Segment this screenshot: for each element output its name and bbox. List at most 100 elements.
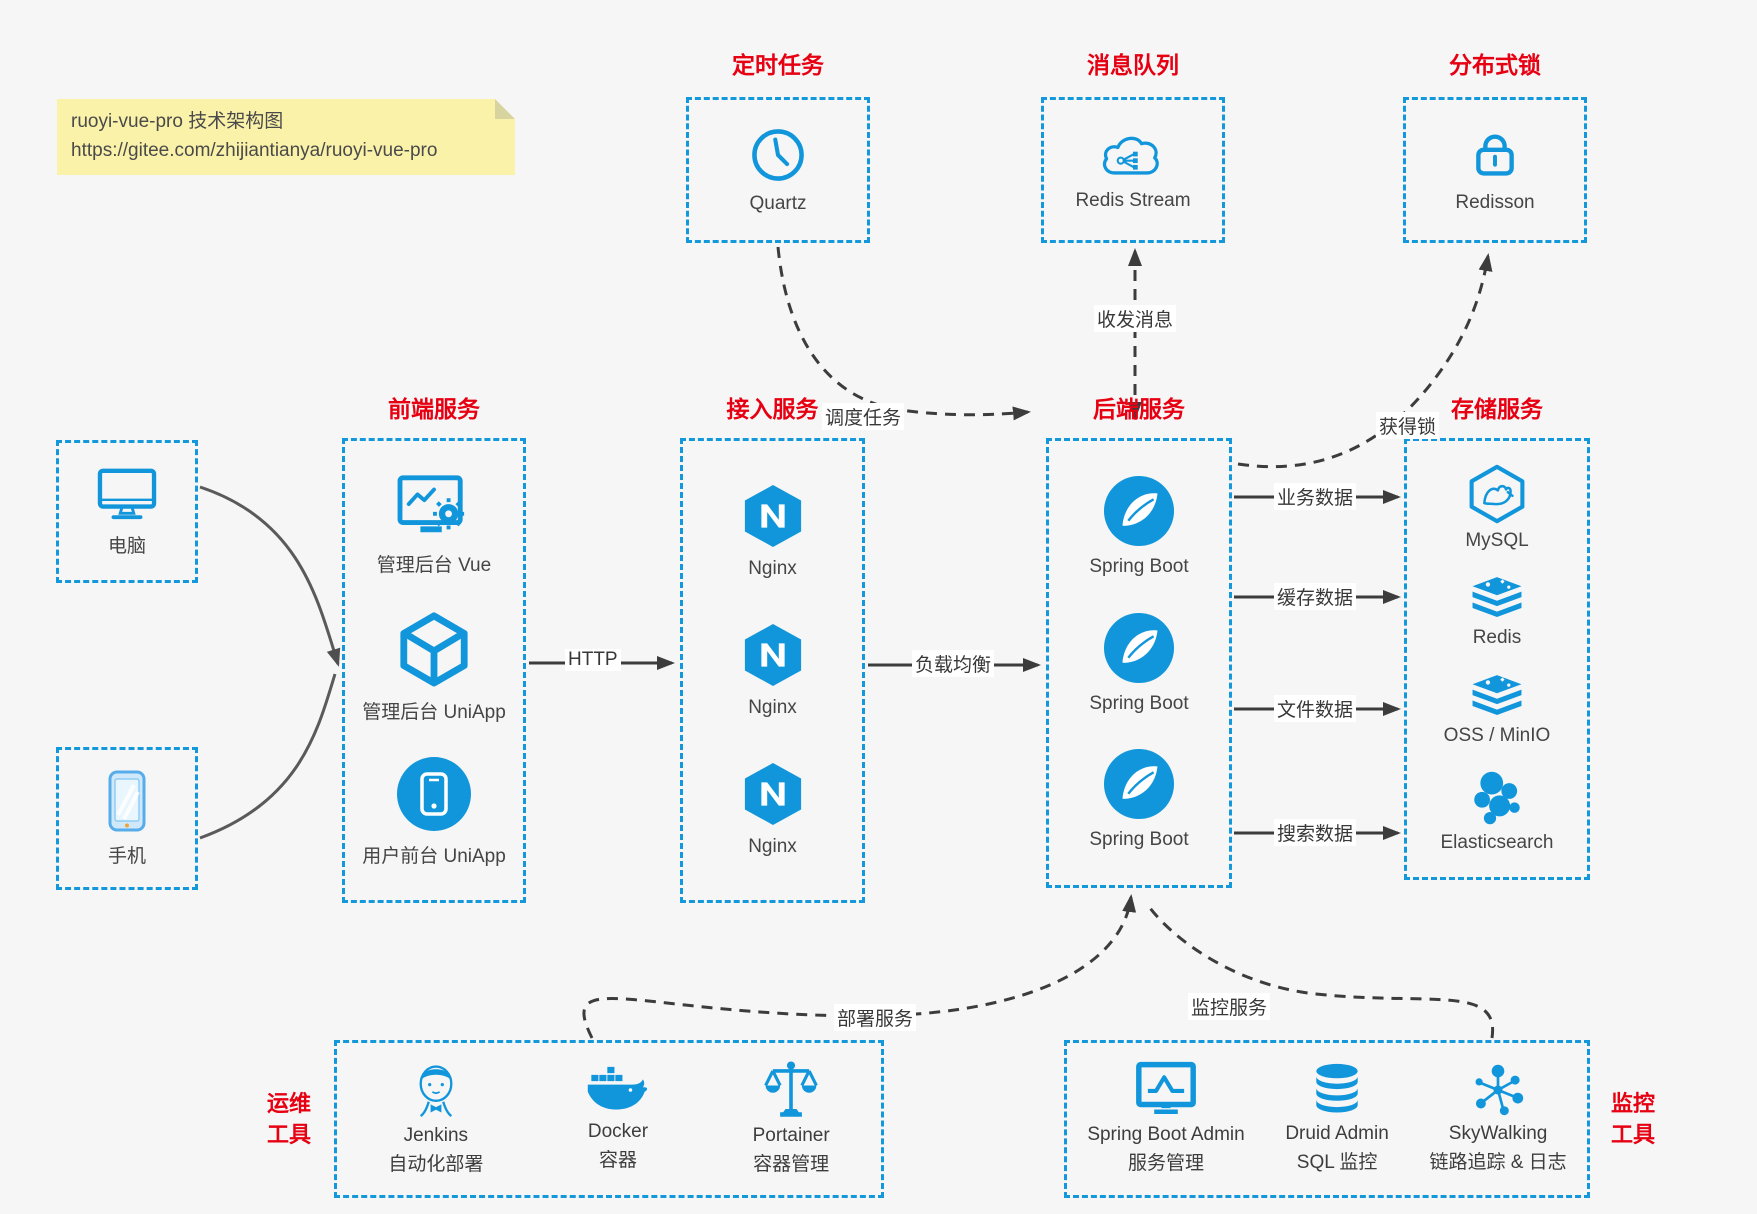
springboot-icon bbox=[1103, 475, 1175, 547]
node-springboot-2: Spring Boot bbox=[1089, 612, 1189, 715]
desktop-icon bbox=[96, 466, 158, 522]
tool-name: Docker bbox=[587, 1121, 649, 1142]
node-label: Spring Boot bbox=[1089, 829, 1189, 851]
node-admin-uniapp: 管理后台 UniApp bbox=[362, 610, 506, 724]
node-label: Nginx bbox=[748, 697, 797, 718]
edge-clients-to-frontend bbox=[199, 485, 341, 840]
node-label: Spring Boot bbox=[1089, 692, 1189, 714]
tool-name: Druid Admin bbox=[1285, 1123, 1389, 1144]
ops-side-title: 运维 工具 bbox=[256, 1088, 322, 1150]
node-mobile: 手机 bbox=[107, 770, 147, 868]
edge-label-load-balance: 负载均衡 bbox=[912, 650, 995, 677]
frontend-box: 管理后台 Vue 管理后台 UniApp 用户前台 UniApp bbox=[342, 438, 526, 903]
node-nginx-3: Nginx bbox=[742, 761, 804, 858]
client-mobile-box: 手机 bbox=[56, 747, 198, 890]
group-title-frontend: 前端服务 bbox=[388, 396, 480, 422]
group-title-backend: 后端服务 bbox=[1093, 396, 1185, 422]
elasticsearch-icon bbox=[1469, 770, 1525, 826]
edge-monitor bbox=[1148, 907, 1495, 1039]
node-label: Elasticsearch bbox=[1440, 831, 1554, 853]
node-springboot-3: Spring Boot bbox=[1089, 748, 1189, 851]
uniapp-cube-icon bbox=[396, 610, 472, 688]
edge-label-business-data: 业务数据 bbox=[1274, 483, 1357, 510]
title-note: ruoyi-vue-pro 技术架构图 https://gitee.com/zh… bbox=[57, 99, 515, 175]
node-nginx-2: Nginx bbox=[742, 622, 804, 719]
skywalking-nodes-icon bbox=[1471, 1062, 1525, 1118]
node-oss-minio: OSS / MinIO bbox=[1444, 673, 1550, 747]
monitoring-side-title: 监控 工具 bbox=[1600, 1088, 1666, 1150]
dist-lock-box: Redisson bbox=[1403, 97, 1587, 243]
note-line-2: https://gitee.com/zhijiantianya/ruoyi-vu… bbox=[71, 140, 438, 161]
node-label: 用户前台 UniApp bbox=[362, 845, 506, 867]
tool-name: Spring Boot Admin bbox=[1087, 1124, 1245, 1145]
node-label: Redisson bbox=[1455, 191, 1535, 213]
node-springboot-1: Spring Boot bbox=[1089, 475, 1189, 578]
springboot-icon bbox=[1103, 748, 1175, 820]
phone-icon bbox=[107, 770, 147, 832]
client-pc-box: 电脑 bbox=[56, 440, 198, 583]
portainer-scales-icon bbox=[762, 1060, 820, 1120]
springboot-icon bbox=[1103, 612, 1175, 684]
tool-portainer: Portainer 容器管理 bbox=[753, 1060, 830, 1178]
druid-database-icon bbox=[1310, 1062, 1364, 1118]
ops-box: Jenkins 自动化部署 Docker 容器 Portainer 容器管理 bbox=[334, 1040, 884, 1198]
node-pc: 电脑 bbox=[96, 466, 158, 558]
tool-springboot-admin: Spring Boot Admin 服务管理 bbox=[1087, 1061, 1245, 1177]
monitoring-box: Spring Boot Admin 服务管理 Druid Admin SQL 监… bbox=[1064, 1040, 1590, 1198]
node-redis-stream: Redis Stream bbox=[1075, 129, 1191, 212]
node-user-uniapp: 用户前台 UniApp bbox=[362, 756, 506, 868]
springboot-admin-icon bbox=[1134, 1061, 1198, 1119]
edge-label-acquire-lock: 获得锁 bbox=[1376, 412, 1440, 439]
lock-icon bbox=[1467, 127, 1523, 183]
storage-box: MySQL Redis OSS / MinIO Elasticsearch bbox=[1404, 438, 1590, 880]
edge-label-cache-data: 缓存数据 bbox=[1274, 583, 1357, 610]
node-quartz: Quartz bbox=[749, 126, 807, 215]
node-label: MySQL bbox=[1465, 530, 1529, 552]
tool-desc: 容器 bbox=[598, 1150, 637, 1171]
docker-icon bbox=[586, 1064, 650, 1116]
edge-label-search-data: 搜索数据 bbox=[1274, 819, 1357, 846]
node-label: Spring Boot bbox=[1089, 555, 1189, 577]
nginx-icon bbox=[742, 622, 804, 688]
edge-label-monitor: 监控服务 bbox=[1188, 993, 1271, 1020]
node-label: 手机 bbox=[107, 845, 146, 867]
tool-desc: 容器管理 bbox=[753, 1154, 830, 1175]
edge-label-deploy: 部署服务 bbox=[834, 1004, 917, 1031]
mysql-icon bbox=[1468, 464, 1526, 524]
edge-acquire-lock bbox=[1237, 253, 1493, 469]
group-title-storage: 存储服务 bbox=[1451, 396, 1543, 422]
node-nginx-1: Nginx bbox=[742, 483, 804, 580]
node-label: 管理后台 UniApp bbox=[362, 701, 506, 723]
scheduled-box: Quartz bbox=[686, 97, 870, 243]
nginx-icon bbox=[742, 761, 804, 827]
redis-stack-icon bbox=[1468, 575, 1526, 621]
node-redis: Redis bbox=[1468, 575, 1526, 649]
nginx-icon bbox=[742, 483, 804, 549]
node-label: Redis Stream bbox=[1075, 189, 1191, 211]
ops-side-line-2: 工具 bbox=[266, 1122, 311, 1147]
group-title-scheduled: 定时任务 bbox=[732, 52, 824, 78]
node-redisson: Redisson bbox=[1455, 127, 1535, 214]
node-admin-vue: 管理后台 Vue bbox=[377, 473, 491, 577]
admin-vue-icon bbox=[395, 473, 473, 541]
monitoring-side-line-2: 工具 bbox=[1610, 1122, 1655, 1147]
oss-stack-icon bbox=[1468, 673, 1526, 719]
edge-label-schedule: 调度任务 bbox=[822, 403, 905, 430]
jenkins-icon bbox=[409, 1060, 463, 1120]
node-label: Nginx bbox=[748, 558, 797, 579]
mq-box: Redis Stream bbox=[1041, 97, 1225, 243]
tool-druid-admin: Druid Admin SQL 监控 bbox=[1285, 1062, 1389, 1176]
tool-desc: 服务管理 bbox=[1127, 1153, 1204, 1174]
tool-desc: SQL 监控 bbox=[1296, 1152, 1378, 1173]
node-label: Redis bbox=[1472, 627, 1522, 649]
ops-side-line-1: 运维 bbox=[266, 1091, 311, 1116]
note-line-1: ruoyi-vue-pro 技术架构图 bbox=[71, 111, 284, 132]
node-label: 管理后台 Vue bbox=[376, 555, 492, 577]
node-mysql: MySQL bbox=[1465, 464, 1529, 552]
node-label: Quartz bbox=[749, 192, 807, 214]
monitoring-side-line-1: 监控 bbox=[1610, 1091, 1655, 1116]
group-title-gateway: 接入服务 bbox=[726, 396, 819, 422]
tool-docker: Docker 容器 bbox=[586, 1064, 650, 1174]
tool-skywalking: SkyWalking 链路追踪 & 日志 bbox=[1429, 1062, 1567, 1176]
